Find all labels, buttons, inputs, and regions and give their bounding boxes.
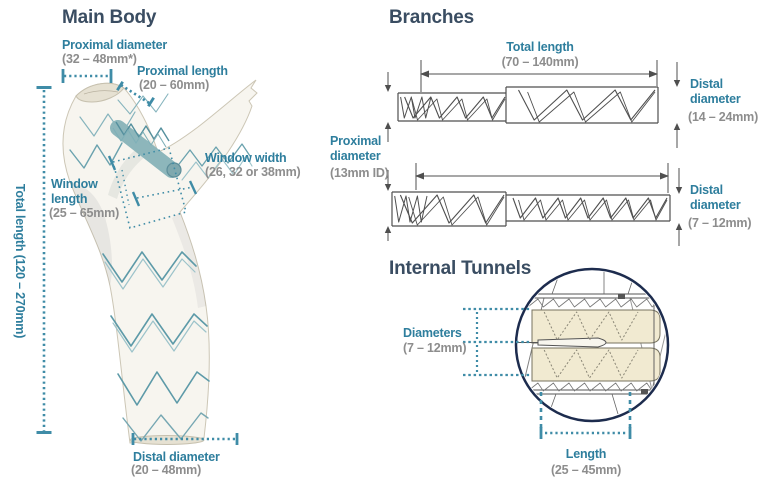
proximal-opening [75,82,125,103]
main-body-measures [36,69,239,445]
branch-upper-distal-value: (14 – 24mm) [688,110,759,124]
tunnel-measures [463,307,632,439]
internal-tunnels-title: Internal Tunnels [389,258,532,279]
branch-lower-distal-value: (7 – 12mm) [688,216,752,230]
internal-tunnels-illustration [463,267,670,439]
window-width-value: (26, 32 or 38mm) [205,165,301,179]
branches-total-length-value: (70 – 140mm) [501,55,579,69]
branches-title: Branches [389,7,474,28]
window-width-label: Window width [205,151,287,165]
proximal-diameter-value: (32 – 48mm*) [62,52,137,66]
graft-fabric [62,79,258,444]
branch-lower-tube [391,191,671,227]
detail-circle [514,267,670,423]
branch-dimension-arrows [415,60,669,193]
tunnel-tip [537,337,607,348]
branches-total-length-label: Total length [506,40,574,54]
main-body-illustration [36,69,258,445]
proximal-diameter-label: Proximal diameter [62,38,167,52]
branches-proximal-label: Proximal diameter [330,134,382,163]
tunnel-diameters-value: (7 – 12mm) [403,341,467,355]
main-body-title: Main Body [62,7,157,28]
branches-proximal-value: (13mm ID) [330,166,389,180]
branches-illustration [384,60,683,246]
distal-diameter-value: (20 – 48mm) [131,463,202,477]
proximal-length-value: (20 – 60mm) [139,78,210,92]
tunnel-length-value: (25 – 45mm) [550,463,622,477]
branch-lower-distal-label: Distal diameter [690,183,741,212]
tunnel-length-label: Length [565,447,607,461]
window-length-label: Window length [51,177,98,206]
proximal-length-label: Proximal length [137,64,228,78]
window-outline [107,147,198,229]
tunnel-diameters-label: Diameters [403,326,462,340]
distal-diameter-label: Distal diameter [133,450,220,464]
stent-rows [69,93,253,442]
window-length-value: (25 – 65mm) [49,206,120,220]
branch-upper-distal-label: Distal diameter [690,77,741,106]
braided-tunnel [110,120,182,178]
branch-upper-tube [397,86,659,124]
total-length-label: Total length (120 – 270mm) [13,183,27,339]
branch-diameter-ticks [387,62,680,246]
